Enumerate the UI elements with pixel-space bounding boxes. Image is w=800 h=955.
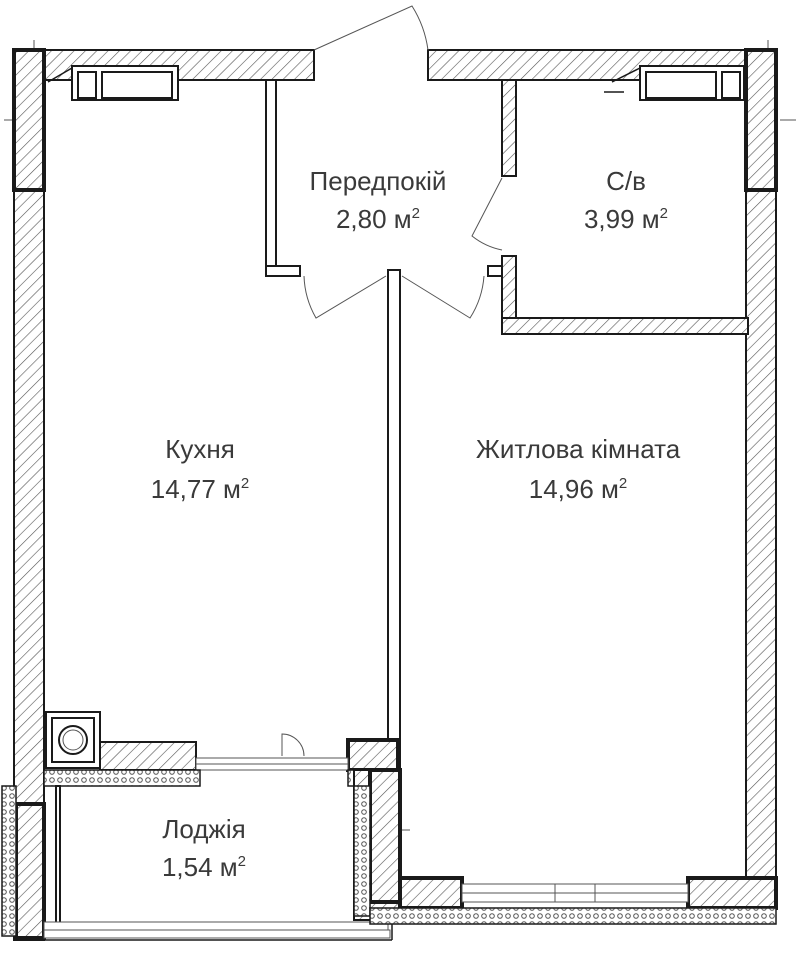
loggia-walls [1,768,402,941]
room-name: Житлова кімната [476,434,681,464]
right-wall [744,48,778,881]
room-name: Передпокій [310,166,447,196]
room-area: 3,99 м2 [584,204,668,234]
room-area: 14,77 м2 [151,474,250,504]
room-area: 1,54 м2 [162,852,246,882]
room-name: Кухня [165,434,235,464]
room-label-loggia: Лоджія 1,54 м2 [162,814,246,882]
room-name: Лоджія [162,814,245,844]
room-label-living: Житлова кімната 14,96 м2 [476,434,681,504]
kitchen-bottom [43,711,400,787]
door-swings [303,5,503,319]
left-wall [12,48,46,941]
top-wall-right [427,49,749,101]
room-area: 14,96 м2 [529,474,628,504]
room-label-kitchen: Кухня 14,77 м2 [151,434,250,504]
room-label-bathroom: С/в 3,99 м2 [584,166,668,234]
room-label-hallway: Передпокій 2,80 м2 [310,166,447,234]
top-wall-left [41,49,315,101]
hallway-partitions [265,79,749,771]
living-bottom [369,876,778,925]
room-name: С/в [606,166,646,196]
room-area: 2,80 м2 [336,204,420,234]
